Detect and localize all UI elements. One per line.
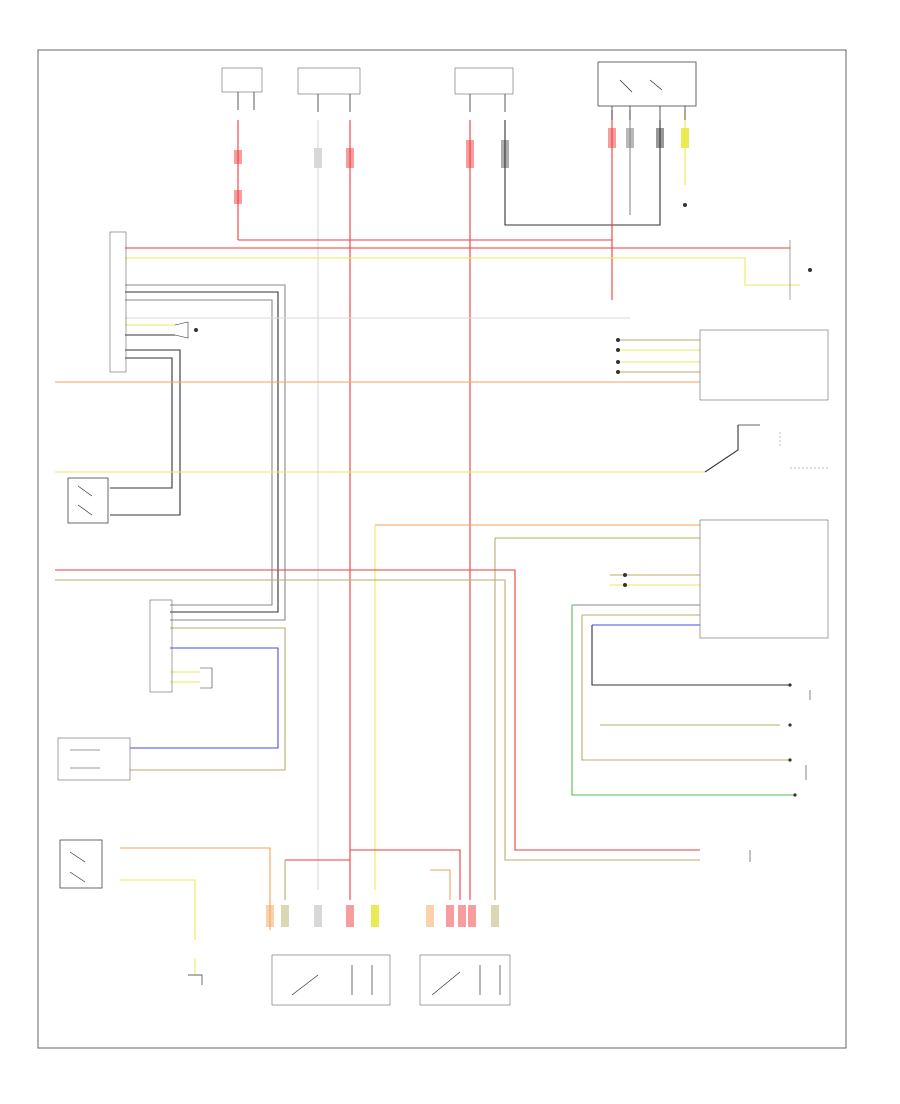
left-relay-box [67, 477, 109, 524]
wire-right-green [571, 605, 795, 796]
left-sensor [57, 737, 131, 781]
wire-red-middle [55, 569, 700, 851]
wire-ctrl-black2 [110, 349, 181, 516]
wire-right-olive2-drop [581, 615, 790, 761]
wire-bottom-orange [430, 869, 451, 900]
right-module [623, 519, 829, 639]
fuse-1 [221, 67, 263, 204]
wire-bottom-red2 [350, 849, 461, 900]
wire-ctrl-yellow [125, 257, 800, 286]
sensor-2 [419, 905, 511, 1006]
wire-park-olive [130, 627, 286, 771]
wire-right-black [591, 625, 790, 686]
wire-ctrl-gray1 [125, 284, 286, 621]
rear-right-sensor [738, 424, 830, 469]
right-grounds [749, 683, 811, 862]
connector-right [616, 329, 829, 401]
page-frame [37, 49, 847, 1049]
lower-left-sensor [59, 839, 103, 889]
wire-sensor-yellow [120, 879, 196, 940]
wire-ctrl-black3 [110, 357, 173, 489]
wire-switch-black [704, 425, 739, 473]
sensor-1 [266, 905, 391, 1006]
fuse-2 [297, 67, 361, 168]
wire-sensor-orange [120, 847, 271, 905]
module-right-top [789, 240, 812, 300]
wire-park-blue [130, 647, 279, 749]
wires [55, 110, 800, 940]
fuse-3 [454, 67, 514, 168]
relay [597, 61, 697, 207]
wire-ctrl-gray2 [125, 299, 273, 606]
wire-ctrl-black1 [125, 291, 279, 613]
parking-control [149, 599, 213, 693]
rear-control-unit [109, 231, 198, 373]
wire-olive-middle [55, 579, 700, 861]
ground-left [188, 958, 203, 985]
wire-fuse3-black [504, 120, 661, 226]
